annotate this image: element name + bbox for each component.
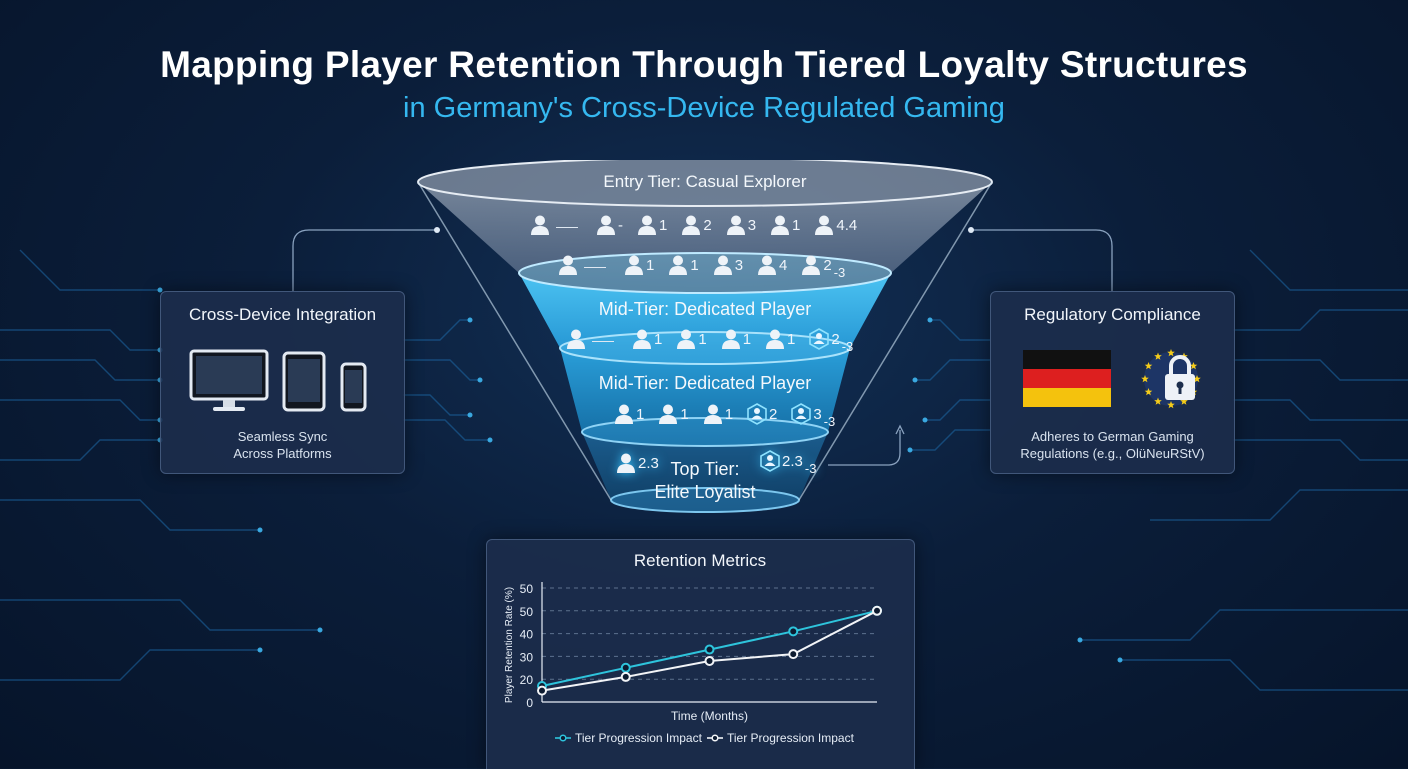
legend-marker-1 [559, 734, 567, 742]
y-tick-label: 20 [520, 673, 534, 687]
player-icon: 4 [757, 254, 787, 276]
series-2-point [788, 649, 799, 660]
y-axis-label: Player Retention Rate (%) [504, 587, 515, 703]
player-icon: 1 [765, 328, 795, 350]
series-2-point [620, 671, 631, 682]
player-icon: 3 [713, 254, 743, 276]
player-icon: 1 [632, 328, 662, 350]
cross-device-panel: Cross-Device Integration Seamless Sync A… [160, 291, 405, 474]
chart-title: Retention Metrics [634, 551, 766, 570]
phone-icon [340, 362, 367, 412]
top-tier-right-badge: 2.3-3 [760, 450, 830, 476]
player-icon: 1 [770, 214, 800, 236]
series-2-point [537, 685, 547, 696]
y-tick-label: 30 [520, 650, 534, 664]
series-2-point [704, 655, 715, 666]
regulatory-panel-title: Regulatory Compliance [1024, 305, 1201, 324]
player-icon: 1 [637, 214, 667, 236]
cross-device-panel-title: Cross-Device Integration [188, 305, 377, 324]
monitor-icon [189, 349, 269, 411]
retention-metrics-panel: Retention Metrics 0 20 30 40 50 50 Player Reten… [486, 539, 915, 769]
player-icon [558, 254, 610, 276]
page-title: Mapping Player Retention Through Tiered … [160, 44, 1248, 85]
player-icon: 1 [624, 254, 654, 276]
player-icon: - [596, 214, 623, 236]
player-icon [530, 214, 582, 236]
x-axis-label: Time (Months) [671, 709, 748, 723]
regulatory-caption: Adheres to German Gaming Regulations (e.… [1020, 429, 1205, 461]
devices-illustration [189, 349, 367, 412]
player-badge-icon: 2-3 [809, 328, 853, 354]
tier-mid-2-label: Mid-Tier: Dedicated Player [598, 373, 812, 393]
player-icon: 1 [721, 328, 751, 350]
regulatory-illustration [1023, 349, 1201, 409]
regulatory-panel: Regulatory Compliance Adheres to German … [990, 291, 1235, 474]
player-icon: 1 [668, 254, 699, 276]
series-1-point [704, 644, 715, 655]
y-tick-label: 50 [520, 605, 534, 619]
player-badge-icon: 2 [747, 403, 777, 425]
player-icon: 1 [676, 328, 707, 350]
tier-entry-label: Entry Tier: Casual Explorer [603, 172, 807, 191]
german-flag-icon [1023, 350, 1111, 407]
player-icon: 4.4 [814, 214, 857, 236]
player-icon: 1 [658, 403, 689, 425]
player-badge-icon: 3-3 [791, 403, 835, 429]
player-icon: 2.3 [616, 452, 659, 474]
page-subtitle: in Germany's Cross-Device Regulated Gami… [403, 92, 1005, 124]
y-tick-label: 50 [520, 582, 534, 596]
player-icon: 1 [703, 403, 733, 425]
legend-label-1: Tier Progression Impact [575, 731, 703, 745]
tier-top-label: Top Tier: Elite Loyalist [654, 459, 756, 502]
lock-icon [1165, 355, 1195, 400]
tablet-icon [282, 351, 326, 412]
player-icon: 1 [614, 403, 644, 425]
legend-label-2: Tier Progression Impact [727, 731, 855, 745]
y-tick-label: 0 [526, 696, 533, 710]
player-icon: 2 [681, 214, 712, 236]
top-tier-left-badge: 2.3 [616, 452, 673, 474]
legend-marker-2 [711, 734, 719, 742]
player-badge-icon: 2.3-3 [760, 450, 816, 476]
player-icon [566, 328, 618, 350]
tier-mid-1-label: Mid-Tier: Dedicated Player [598, 299, 812, 319]
series-1-point [788, 626, 799, 637]
player-icon: 3 [726, 214, 756, 236]
series-1-point [620, 662, 631, 673]
y-tick-label: 40 [520, 628, 534, 642]
retention-chart: Retention Metrics 0 20 30 40 50 50 Player Reten… [504, 551, 882, 745]
cross-device-caption: Seamless Sync Across Platforms [233, 429, 332, 461]
series-2-point [872, 605, 882, 616]
player-icon: 2-3 [801, 254, 845, 280]
